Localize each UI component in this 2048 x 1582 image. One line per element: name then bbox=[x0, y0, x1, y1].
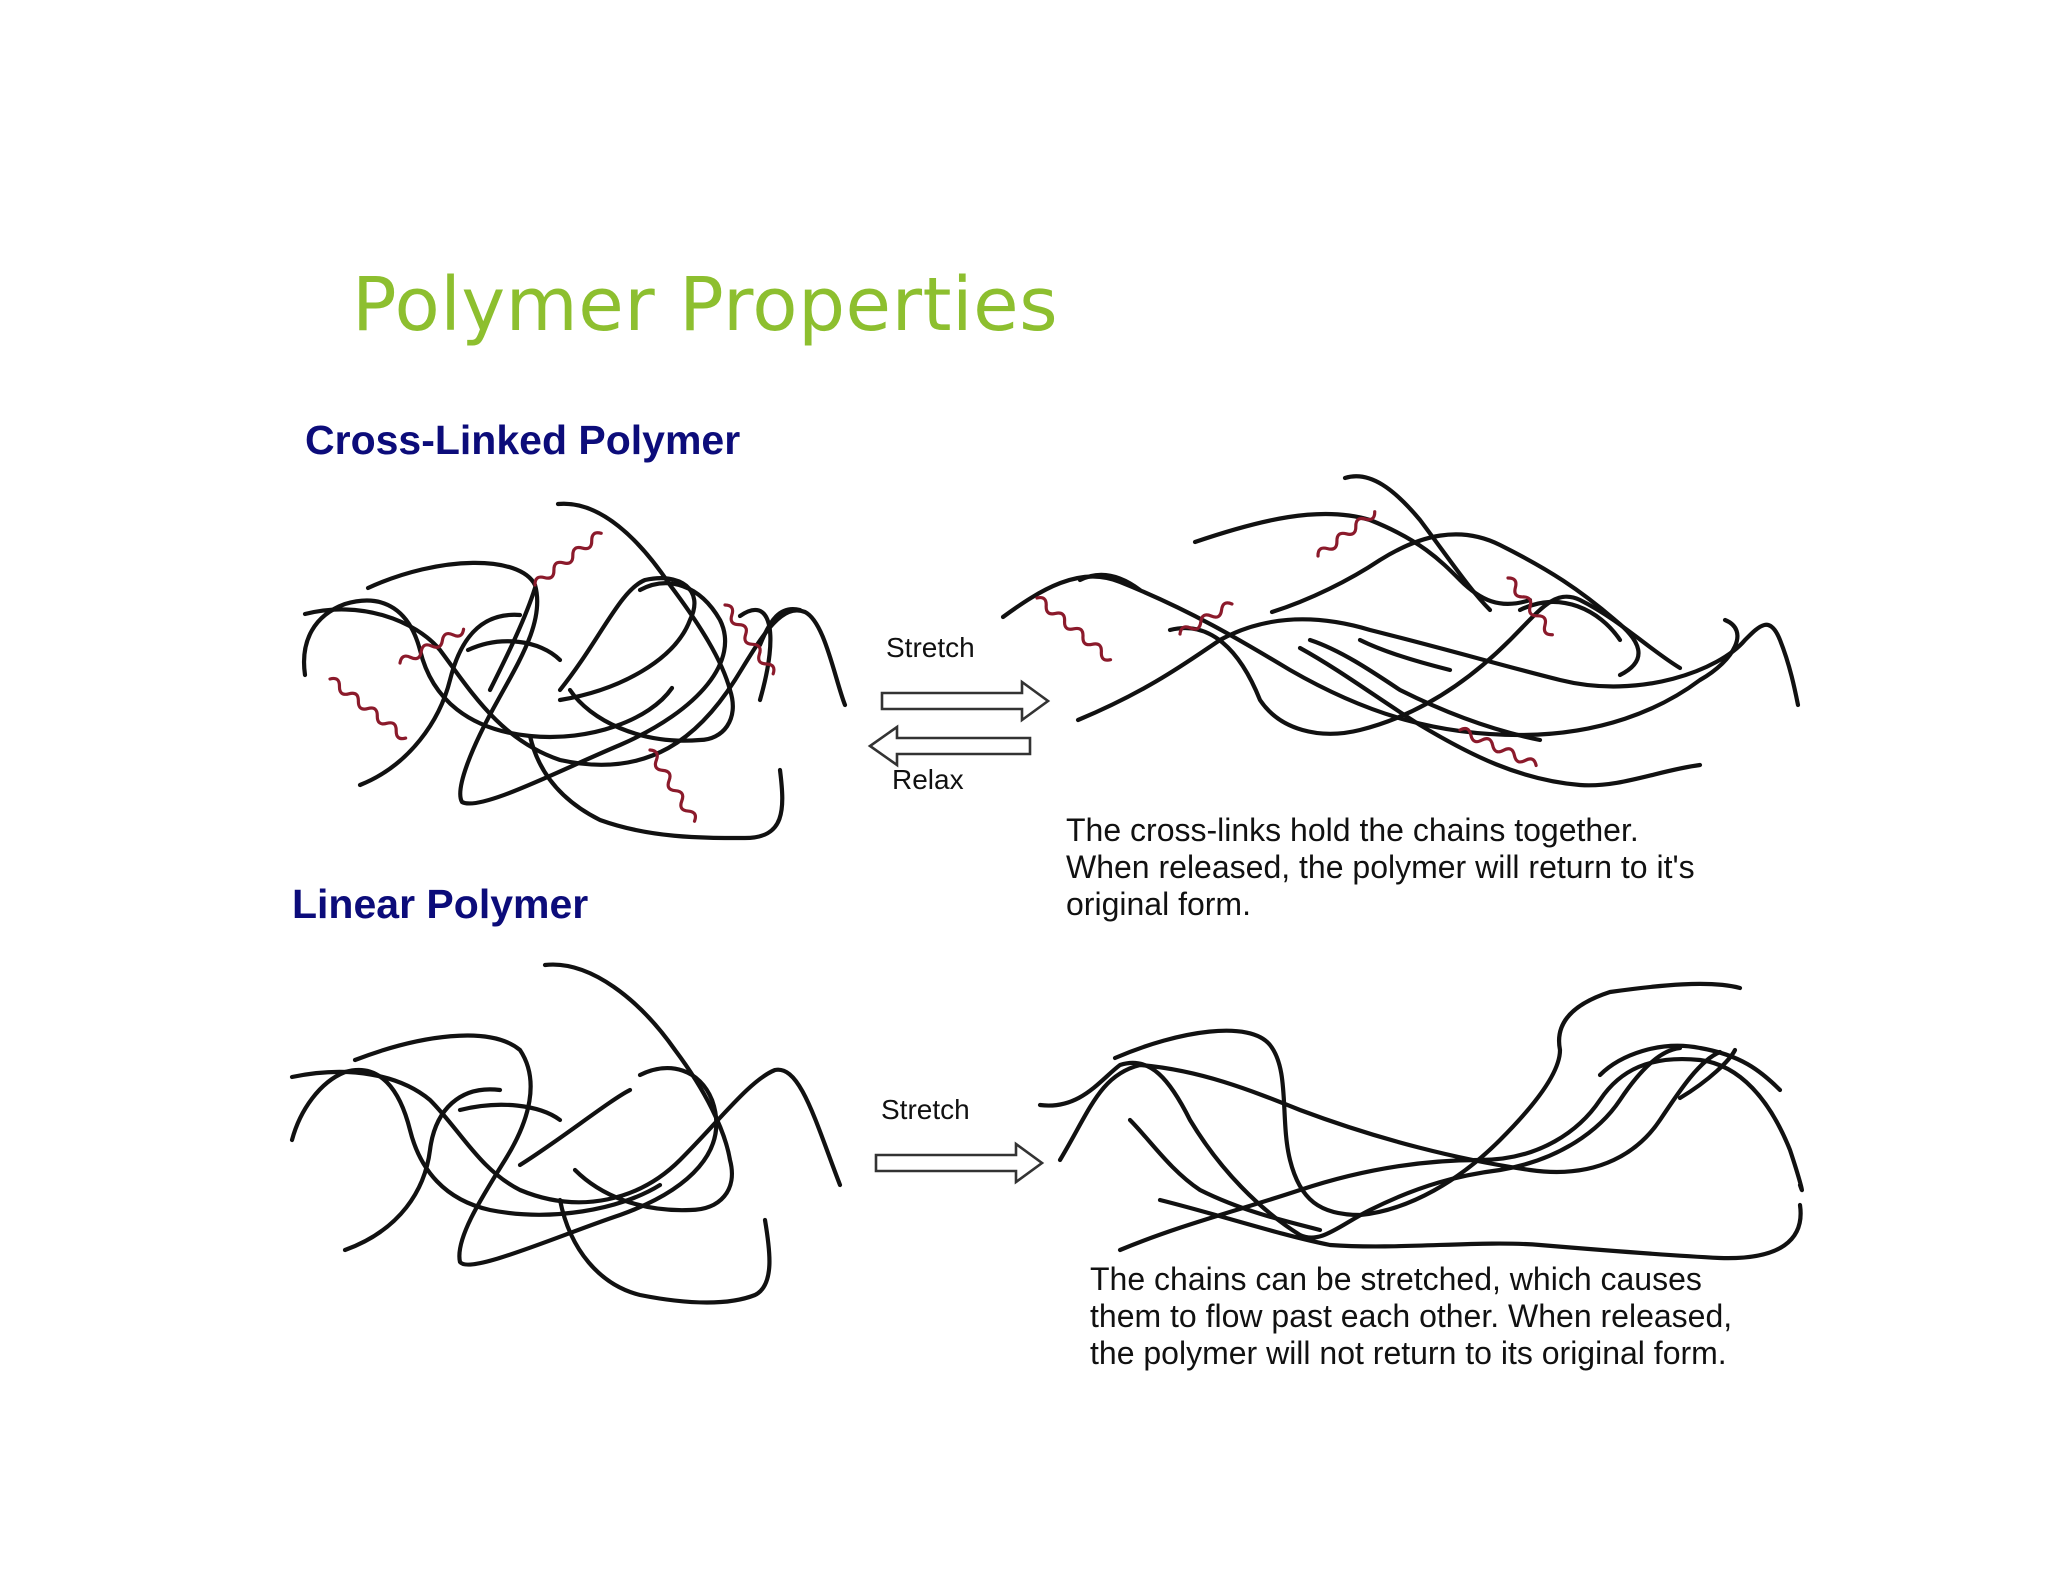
polymer-chain bbox=[757, 606, 803, 648]
linear-caption-line: them to flow past each other. When relea… bbox=[1090, 1298, 1733, 1334]
polymer-chain bbox=[1269, 532, 1641, 678]
polymer-chain bbox=[1157, 1197, 1803, 1261]
polymer-chain bbox=[1112, 981, 1743, 1218]
cross-linked-stretched-chains bbox=[1000, 474, 1801, 788]
polymer-chain bbox=[1000, 574, 1740, 738]
cross-linked-relaxed-crosslinks bbox=[328, 531, 776, 823]
polymer-chain bbox=[1307, 637, 1543, 743]
cross-linked-stretch-label: Stretch bbox=[886, 632, 975, 663]
polymer-chain bbox=[1075, 617, 1801, 723]
crosslink-bond bbox=[398, 627, 466, 665]
cross-linked-relax-label: Relax bbox=[892, 764, 964, 795]
linear-relaxed-chains bbox=[289, 962, 843, 1305]
linear-stretched-chains bbox=[1037, 981, 1805, 1261]
cross-linked-caption-line: When released, the polymer will return t… bbox=[1066, 849, 1695, 885]
polymer-chain bbox=[1517, 599, 1623, 643]
polymer-chain bbox=[1117, 1057, 1805, 1253]
stretch-arrow-icon bbox=[880, 679, 1051, 723]
polymer-chain bbox=[1057, 1049, 1723, 1175]
crosslink-bond bbox=[723, 603, 776, 676]
crosslink-bond bbox=[1178, 601, 1234, 636]
crosslink-bond bbox=[533, 531, 603, 587]
polymer-chain bbox=[527, 733, 785, 841]
polymer-chain bbox=[557, 576, 697, 703]
polymer-chain bbox=[1167, 594, 1683, 736]
polymer-chain bbox=[1342, 474, 1493, 613]
polymer-chain bbox=[457, 1102, 563, 1123]
cross-linked-relaxed-chains bbox=[301, 501, 848, 841]
polymer-chain bbox=[1357, 637, 1453, 673]
polymer-chain bbox=[1677, 1047, 1738, 1101]
polymer-chain bbox=[1192, 511, 1533, 606]
stretch-arrow-icon bbox=[874, 1141, 1045, 1185]
polymer-chain bbox=[289, 1068, 663, 1217]
cross-linked-caption-line: original form. bbox=[1066, 886, 1251, 922]
linear-caption-line: the polymer will not return to its origi… bbox=[1090, 1335, 1727, 1371]
polymer-chain bbox=[357, 612, 523, 788]
polymer-chain bbox=[542, 962, 734, 1213]
linear-polymer-heading: Linear Polymer bbox=[292, 881, 589, 927]
polymer-chain bbox=[1297, 645, 1703, 788]
polymer-chain bbox=[301, 598, 675, 739]
crosslink-bond bbox=[648, 748, 698, 823]
polymer-chain bbox=[289, 1067, 843, 1205]
polymer-chain bbox=[1597, 1043, 1783, 1093]
polymer-chain bbox=[352, 1033, 719, 1267]
polymer-chain bbox=[365, 560, 728, 806]
polymer-chain bbox=[342, 1087, 503, 1253]
polymer-chain bbox=[465, 639, 563, 663]
linear-caption-line: The chains can be stretched, which cause… bbox=[1090, 1261, 1702, 1297]
crosslink-bond bbox=[1506, 576, 1554, 637]
linear-stretch-label: Stretch bbox=[881, 1094, 970, 1125]
cross-linked-caption: The cross-links hold the chains together… bbox=[1066, 812, 1695, 923]
crosslink-bond bbox=[1316, 510, 1377, 558]
crosslink-bond bbox=[1458, 726, 1538, 768]
linear-caption: The chains can be stretched, which cause… bbox=[1090, 1261, 1732, 1372]
polymer-chain bbox=[1037, 1045, 1683, 1240]
page-title: Polymer Properties bbox=[352, 262, 1059, 348]
polymer-chain bbox=[737, 608, 773, 703]
polymer-chain bbox=[1077, 572, 1143, 593]
crosslink-bond bbox=[1035, 596, 1113, 662]
polymer-chain bbox=[517, 1087, 633, 1168]
polymer-chain bbox=[557, 1197, 772, 1305]
linear-arrows bbox=[874, 1141, 1045, 1185]
cross-linked-polymer-heading: Cross-Linked Polymer bbox=[305, 417, 741, 463]
polymer-chain bbox=[1127, 1117, 1323, 1233]
crosslink-bond bbox=[328, 676, 408, 741]
polymer-chain bbox=[302, 607, 848, 767]
cross-linked-arrows bbox=[867, 679, 1051, 768]
cross-linked-caption-line: The cross-links hold the chains together… bbox=[1066, 812, 1639, 848]
relax-arrow-icon bbox=[867, 724, 1032, 768]
cross-linked-stretched-crosslinks bbox=[1035, 510, 1554, 768]
polymer-chain bbox=[555, 501, 735, 743]
